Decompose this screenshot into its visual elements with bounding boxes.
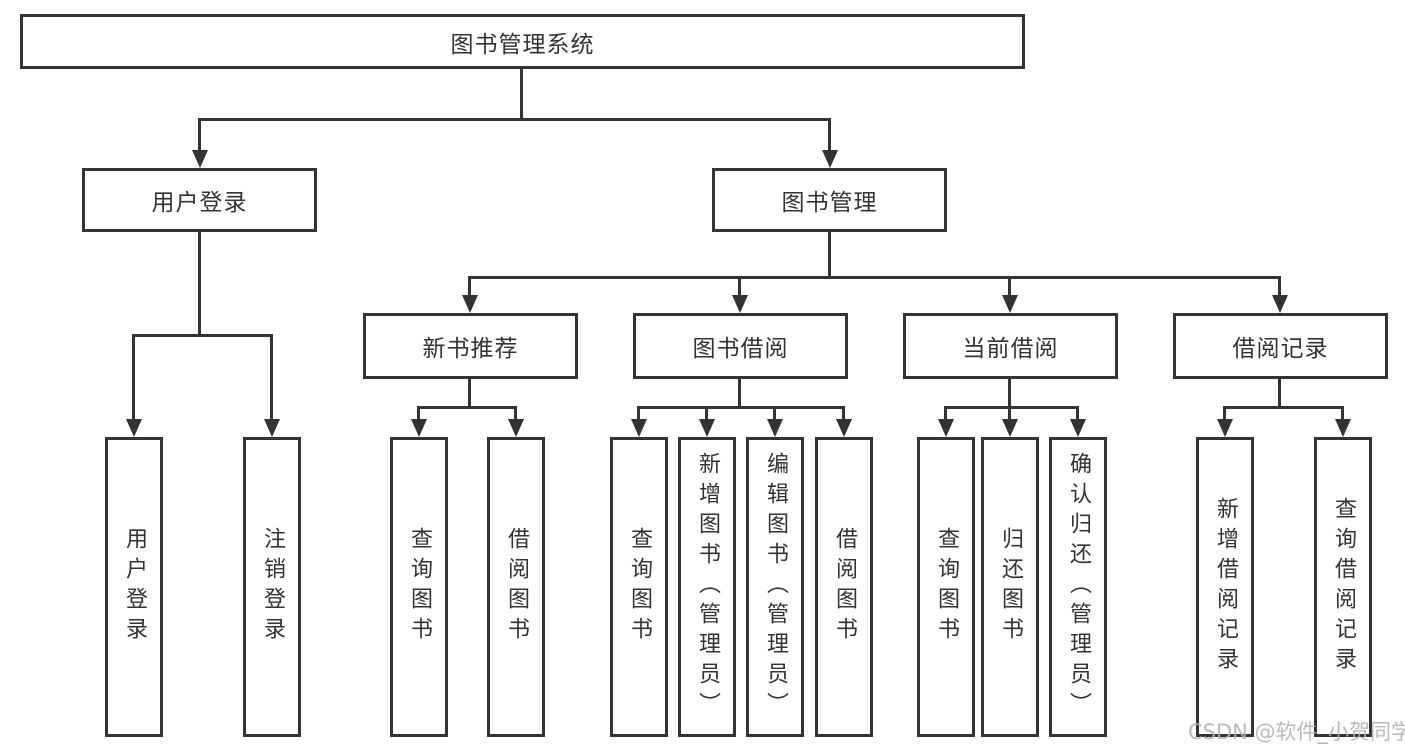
node-borrow-records: 借阅记录 [1173,313,1388,379]
node-book-management-label: 图书管理 [781,190,878,216]
leaf-return-book: 归还图书 [981,437,1039,737]
connector-leaf-drop [1223,406,1226,421]
connector-leaf-drop [1341,406,1344,421]
connector-module-stem [1008,379,1011,409]
node-book-borrow-label: 图书借阅 [692,336,789,362]
leaf-query-books-3: 查询图书 [917,437,975,737]
leaf-add-book-admin: 新增图书（管理员） [678,437,736,737]
leaf-label: 借阅图书 [832,527,857,647]
leaf-query-borrow-record: 查询借阅记录 [1314,437,1372,737]
node-book-management: 图书管理 [712,168,947,232]
leaf-label: 用户登录 [122,527,147,647]
arrow-down-icon [126,419,142,437]
node-new-book-recommend-label: 新书推荐 [422,336,519,362]
connector-leaf-drop [514,406,517,421]
leaf-label: 新增图书（管理员） [695,452,720,722]
leaf-label: 归还图书 [998,527,1023,647]
arrow-down-icon [1335,419,1351,437]
node-root: 图书管理系统 [20,14,1025,69]
node-user-login-label: 用户登录 [151,190,248,216]
leaf-confirm-return-admin: 确认归还（管理员） [1049,437,1107,737]
node-root-label: 图书管理系统 [450,31,595,58]
arrow-down-icon [822,150,838,168]
connector-drop-user-login [198,118,201,152]
leaf-label: 借阅图书 [504,527,529,647]
connector-module-drop [1278,276,1281,297]
connector-leaf-drop [637,406,640,421]
connector-leaf-drop [1008,406,1011,421]
connector-module-stem [738,379,741,409]
node-book-borrow: 图书借阅 [633,313,848,379]
connector-user-login-horizontal [132,334,273,337]
connector-leaf-drop [842,406,845,421]
leaf-label: 查询借阅记录 [1331,497,1356,677]
leaf-label: 新增借阅记录 [1213,497,1238,677]
connector-leaf-drop [132,334,135,421]
leaf-user-login: 用户登录 [105,437,163,737]
leaf-add-borrow-record: 新增借阅记录 [1196,437,1254,737]
arrow-down-icon [462,295,478,313]
arrow-down-icon [1272,295,1288,313]
leaf-label: 注销登录 [260,527,285,647]
connector-module-drop [1008,276,1011,297]
leaf-query-books-2: 查询图书 [610,437,668,737]
connector-root-stem [520,69,523,121]
node-borrow-records-label: 借阅记录 [1232,336,1329,362]
connector-group-horizontal [944,406,1079,409]
node-user-login: 用户登录 [82,168,317,232]
connector-user-login-stem [198,232,201,336]
connector-module-drop [738,276,741,297]
arrow-down-icon [508,419,524,437]
leaf-query-books-1: 查询图书 [390,437,448,737]
arrow-down-icon [631,419,647,437]
connector-group-horizontal [1223,406,1344,409]
csdn-watermark: CSDN @软件_小贺同学 [1188,720,1405,744]
arrow-down-icon [192,150,208,168]
arrow-down-icon [767,419,783,437]
node-current-borrow-label: 当前借阅 [962,336,1059,362]
arrow-down-icon [411,419,427,437]
arrow-down-icon [1070,419,1086,437]
node-new-book-recommend: 新书推荐 [363,313,578,379]
connector-leaf-drop [417,406,420,421]
connector-leaf-drop [705,406,708,421]
leaf-label: 查询图书 [934,527,959,647]
arrow-down-icon [732,295,748,313]
leaf-label: 确认归还（管理员） [1066,452,1091,722]
leaf-borrow-books-2: 借阅图书 [815,437,873,737]
connector-leaf-drop [944,406,947,421]
connector-module-drop [468,276,471,297]
leaf-label: 查询图书 [407,527,432,647]
connector-drop-book-management [828,118,831,152]
connector-module-stem [468,379,471,409]
connector-leaf-drop [270,334,273,421]
connector-book-management-stem [828,232,831,279]
connector-group-horizontal [417,406,517,409]
connector-leaf-drop [1076,406,1079,421]
connector-module-stem [1278,379,1281,409]
leaf-edit-book-admin: 编辑图书（管理员） [746,437,804,737]
arrow-down-icon [836,419,852,437]
arrow-down-icon [699,419,715,437]
arrow-down-icon [1002,419,1018,437]
connector-group-horizontal [637,406,845,409]
connector-leaf-drop [773,406,776,421]
connector-root-horizontal [198,118,831,121]
leaf-label: 编辑图书（管理员） [763,452,788,722]
leaf-borrow-books-1: 借阅图书 [487,437,545,737]
node-current-borrow: 当前借阅 [903,313,1118,379]
arrow-down-icon [938,419,954,437]
arrow-down-icon [1217,419,1233,437]
connector-modules-horizontal [468,276,1281,279]
leaf-logout: 注销登录 [243,437,301,737]
arrow-down-icon [1002,295,1018,313]
leaf-label: 查询图书 [627,527,652,647]
arrow-down-icon [264,419,280,437]
